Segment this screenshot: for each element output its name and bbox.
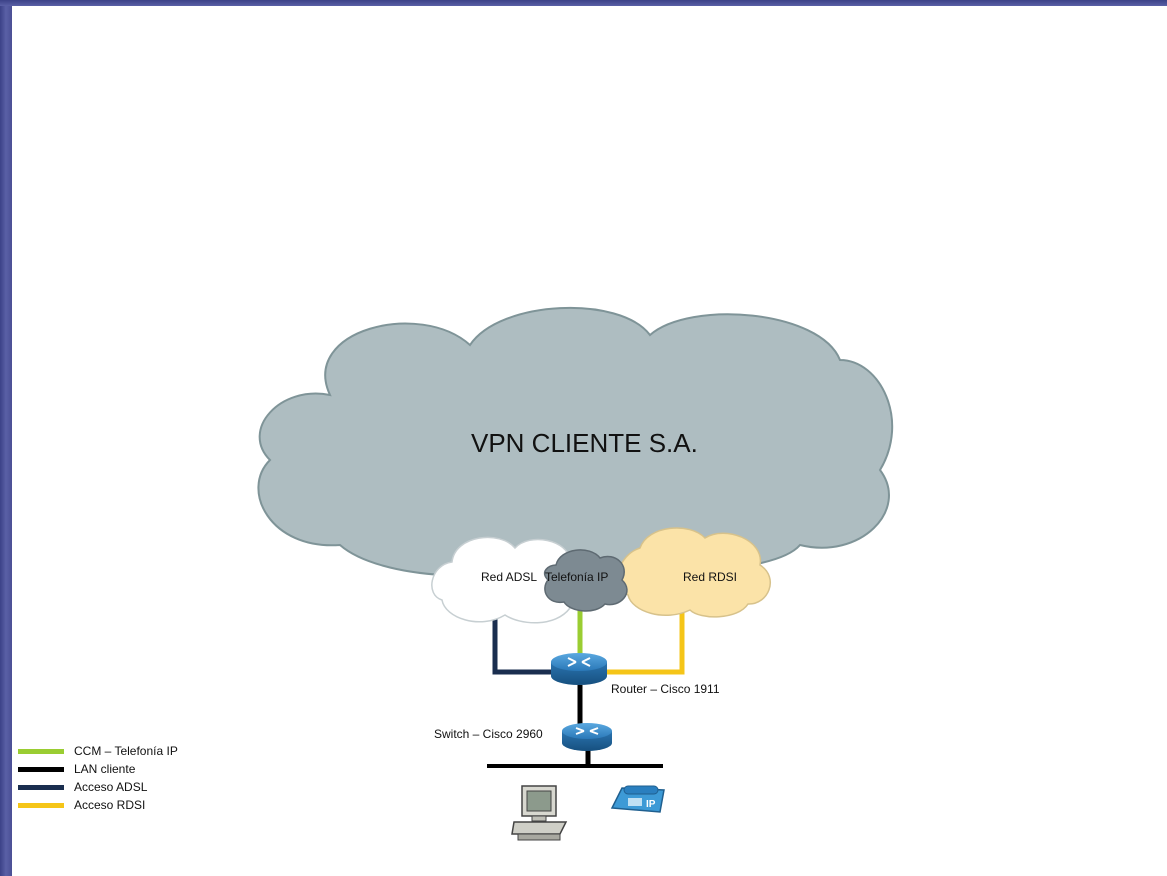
switch-label: Switch – Cisco 2960	[434, 727, 543, 741]
legend-label: LAN cliente	[74, 762, 136, 776]
rdsi-cloud	[617, 527, 771, 618]
legend-swatch	[18, 784, 64, 790]
diagram-title: VPN CLIENTE S.A.	[471, 428, 698, 458]
adsl-cloud-label: Red ADSL	[481, 570, 538, 584]
telefonia-cloud-label: Telefonía IP	[545, 570, 609, 584]
ip-phone-icon[interactable]: IP	[610, 785, 665, 813]
legend: CCM – Telefonía IP LAN cliente Acceso AD…	[18, 742, 178, 814]
legend-swatch	[18, 748, 64, 754]
telefonia-cloud	[544, 549, 628, 612]
svg-text:IP: IP	[646, 799, 656, 810]
legend-label: Acceso ADSL	[74, 780, 148, 794]
legend-item-telefonia: CCM – Telefonía IP	[18, 742, 178, 760]
legend-swatch	[18, 766, 64, 772]
router-label: Router – Cisco 1911	[611, 682, 720, 696]
switch-icon[interactable]	[562, 723, 612, 751]
pc-icon[interactable]	[511, 785, 568, 841]
legend-label: CCM – Telefonía IP	[74, 744, 178, 758]
adsl-link	[492, 612, 560, 675]
legend-swatch	[18, 802, 64, 808]
router-icon[interactable]	[551, 653, 607, 685]
legend-label: Acceso RDSI	[74, 798, 146, 812]
rdsi-link	[600, 610, 685, 675]
vpn-cloud	[257, 306, 894, 577]
legend-item-lan: LAN cliente	[18, 760, 178, 778]
legend-item-rdsi: Acceso RDSI	[18, 796, 178, 814]
legend-item-adsl: Acceso ADSL	[18, 778, 178, 796]
rdsi-cloud-label: Red RDSI	[683, 570, 738, 584]
